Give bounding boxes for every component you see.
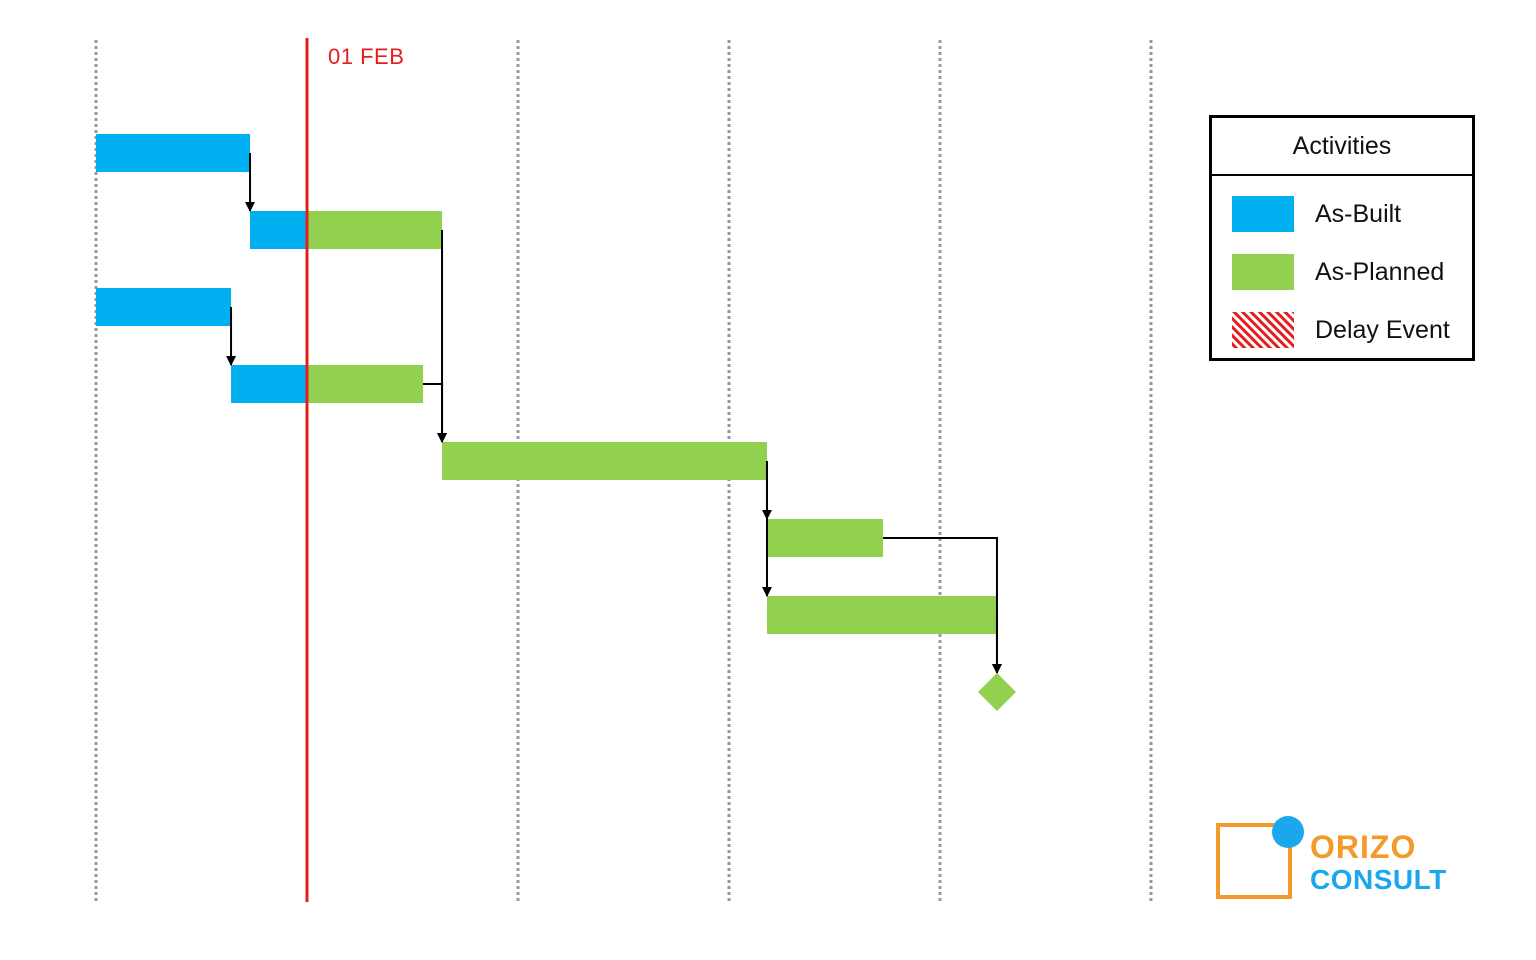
legend: Activities As-Built As-Planned Delay Eve… (1209, 115, 1475, 361)
as-built-bar (250, 211, 307, 249)
logo-word-orizo: ORIZO (1310, 829, 1417, 865)
as-built-bar (231, 365, 307, 403)
as-planned-swatch (1232, 254, 1294, 290)
milestone-group (977, 673, 1016, 711)
legend-item-as-built: As-Built (1212, 194, 1472, 234)
as-planned-bar (766, 596, 997, 634)
activity-bars (96, 134, 997, 634)
legend-item-delay-event: Delay Event (1212, 310, 1472, 350)
as-planned-bar (307, 365, 424, 403)
legend-title: Activities (1212, 118, 1472, 176)
as-built-bar (96, 134, 251, 172)
legend-item-as-planned: As-Planned (1212, 252, 1472, 292)
date-line-label: 01 FEB (328, 44, 405, 69)
as-planned-bar (442, 442, 767, 480)
legend-label: As-Built (1315, 200, 1402, 228)
delay-event-swatch (1232, 312, 1294, 348)
logo-frame-icon (1216, 823, 1292, 899)
dependency-arrow (423, 383, 448, 443)
orizo-consult-logo: ORIZO CONSULT (1214, 815, 1464, 907)
as-planned-bar (766, 519, 884, 557)
milestone-diamond (977, 673, 1016, 711)
legend-label: Delay Event (1315, 316, 1450, 344)
as-planned-bar (307, 211, 443, 249)
as-built-swatch (1232, 196, 1294, 232)
as-built-bar (96, 288, 232, 326)
legend-label: As-Planned (1315, 258, 1445, 286)
dependency-arrows (226, 153, 1002, 674)
logo-dot-icon (1272, 816, 1304, 848)
logo-word-consult: CONSULT (1310, 864, 1447, 895)
